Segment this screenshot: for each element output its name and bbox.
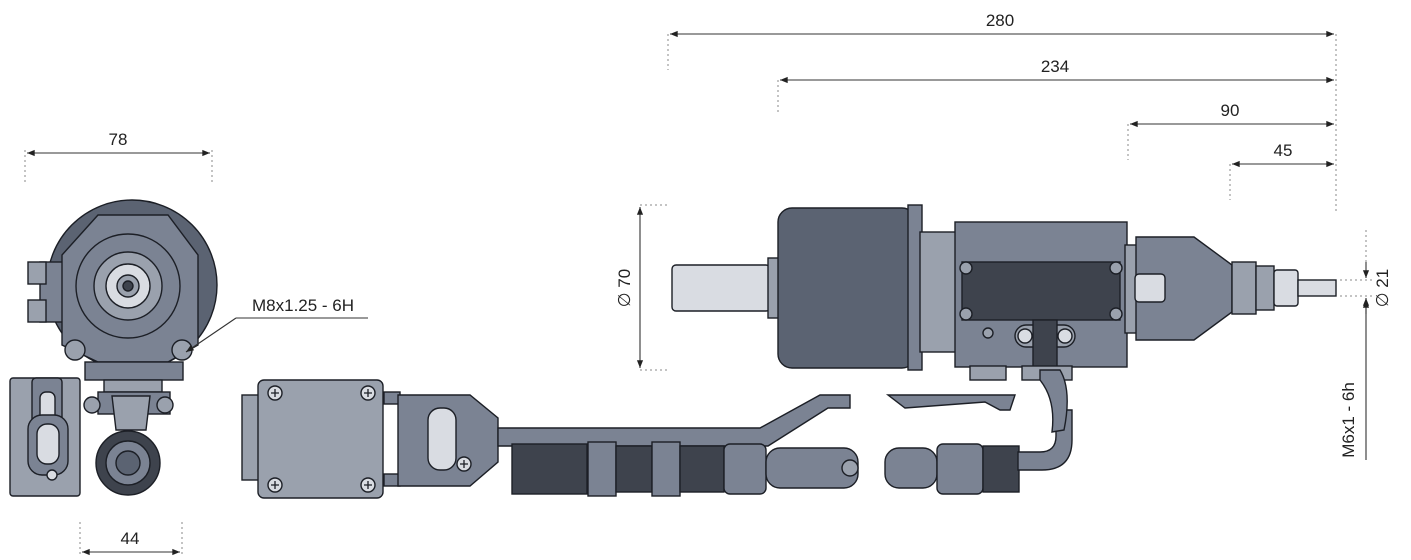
body-length-label: 234	[1041, 57, 1069, 76]
cable	[497, 394, 851, 447]
spindle-tip	[1297, 279, 1337, 297]
width-label: 78	[109, 130, 128, 149]
spindle-diameter-label: ∅ 21	[1373, 269, 1392, 307]
label-plate	[961, 261, 1121, 321]
rear-shaft	[671, 264, 771, 312]
mount-thread-label: M8x1.25 - 6H	[252, 296, 354, 315]
mounting-hole	[64, 339, 86, 361]
motor-plug	[936, 443, 984, 495]
spindle-thread-label: M6x1 - 6h	[1339, 382, 1358, 458]
shank-offset-label: 44	[121, 529, 140, 548]
overall-length-label: 280	[986, 11, 1014, 30]
side-view: 280 234 90 45 ∅ 70	[615, 11, 1392, 460]
motor-body	[777, 207, 917, 369]
nose-length-label: 45	[1274, 141, 1293, 160]
dsub-connector-body	[257, 379, 384, 499]
body-diameter-label: ∅ 70	[615, 269, 634, 307]
coupling-sleeve	[919, 231, 961, 353]
chuck	[1273, 269, 1299, 307]
head-length-label: 90	[1221, 101, 1240, 120]
cable-assembly	[241, 379, 1073, 499]
end-view: 78 M8x1.25 - 6H	[9, 130, 368, 556]
